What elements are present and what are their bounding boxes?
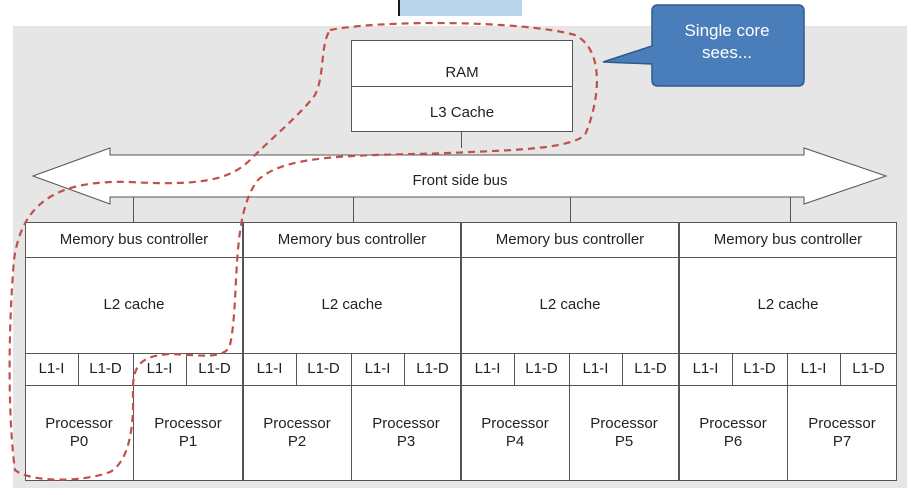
l1-cell: L1-I <box>256 360 283 377</box>
unit3-divider-b <box>679 353 897 354</box>
unit1-divider-a <box>243 257 461 258</box>
unit2-divider-a <box>461 257 679 258</box>
memory-bus-controller-label: Memory bus controller <box>59 230 209 248</box>
memory-bus-controller-label: Memory bus controller <box>713 230 863 248</box>
processor-label: Processor P6 <box>699 415 767 450</box>
unit3-l1-sep-1 <box>732 353 733 385</box>
l1-cell: L1-I <box>38 360 65 377</box>
front-side-bus-label: Front side bus <box>412 172 508 189</box>
processor-label: Processor P2 <box>263 415 331 450</box>
unit0-divider-a <box>25 257 243 258</box>
l1-cell: L1-D <box>634 360 667 377</box>
ram-label: RAM <box>445 64 479 81</box>
l3-cache-label: L3 Cache <box>429 104 495 121</box>
unit0-divider-b <box>25 353 243 354</box>
unit3-l1-sep-2 <box>787 353 788 481</box>
l1-cell: L1-D <box>525 360 558 377</box>
bus-connector-1 <box>353 197 354 222</box>
unit3-l1-sep-3 <box>840 353 841 385</box>
processor-label: Processor P7 <box>808 415 876 450</box>
callout-bubble <box>602 4 805 87</box>
l1-cell: L1-I <box>474 360 501 377</box>
unit3-divider-c <box>679 385 897 386</box>
l1-cell: L1-I <box>692 360 719 377</box>
cpu-unit-2 <box>461 222 679 481</box>
unit0-l1-sep-3 <box>186 353 187 385</box>
cpu-unit-0 <box>25 222 243 481</box>
processor-label: Processor P4 <box>481 415 549 450</box>
unit2-divider-c <box>461 385 679 386</box>
cpu-unit-1 <box>243 222 461 481</box>
unit0-l1-sep-1 <box>78 353 79 385</box>
l1-cell: L1-D <box>198 360 231 377</box>
bus-connector-3 <box>790 197 791 222</box>
memory-bus-controller-label: Memory bus controller <box>495 230 645 248</box>
l2-cache-label: L2 cache <box>321 296 383 313</box>
single-core-dashed-outline <box>8 21 598 481</box>
unit1-divider-c <box>243 385 461 386</box>
callout-text: Single core sees... <box>652 14 802 70</box>
l2-cache-label: L2 cache <box>103 296 165 313</box>
memory-bus-controller-label: Memory bus controller <box>277 230 427 248</box>
processor-label: Processor P1 <box>154 415 222 450</box>
unit1-l1-sep-3 <box>404 353 405 385</box>
unit1-l1-sep-1 <box>296 353 297 385</box>
callout-line-2: sees... <box>701 43 753 62</box>
l1-cell: L1-I <box>800 360 827 377</box>
unit2-l1-sep-2 <box>569 353 570 481</box>
l1-cell: L1-D <box>852 360 885 377</box>
top-tab-fragment <box>398 0 522 16</box>
l1-cell: L1-D <box>416 360 449 377</box>
unit1-l1-sep-2 <box>351 353 352 481</box>
ram-bus-connector <box>461 132 462 148</box>
unit2-divider-b <box>461 353 679 354</box>
l1-cell: L1-D <box>743 360 776 377</box>
processor-label: Processor P5 <box>590 415 658 450</box>
callout-line-1: Single core <box>684 21 770 40</box>
unit2-l1-sep-1 <box>514 353 515 385</box>
unit3-divider-a <box>679 257 897 258</box>
l1-cell: L1-I <box>582 360 609 377</box>
processor-label: Processor P3 <box>372 415 440 450</box>
bus-connector-0 <box>133 197 134 222</box>
l1-cell: L1-I <box>364 360 391 377</box>
cpu-unit-3 <box>679 222 897 481</box>
unit2-l1-sep-3 <box>622 353 623 385</box>
l2-cache-label: L2 cache <box>539 296 601 313</box>
bus-connector-2 <box>570 197 571 222</box>
l1-cell: L1-D <box>307 360 340 377</box>
l1-cell: L1-I <box>146 360 173 377</box>
ram-divider <box>351 86 573 87</box>
processor-label: Processor P0 <box>45 415 113 450</box>
unit1-divider-b <box>243 353 461 354</box>
l1-cell: L1-D <box>89 360 122 377</box>
l2-cache-label: L2 cache <box>757 296 819 313</box>
